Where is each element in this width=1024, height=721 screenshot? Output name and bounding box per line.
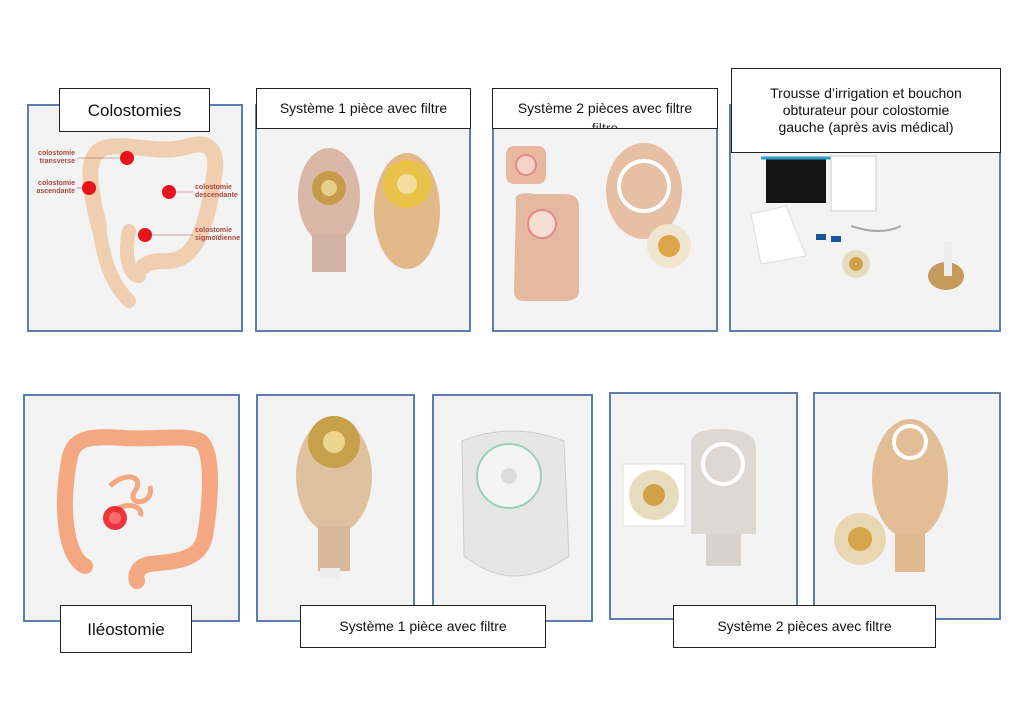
colostomy-two-piece-label: Système 2 pièces avec filtre filtre [492, 88, 718, 129]
ileostomy-two-piece-label: Système 2 pièces avec filtre [673, 605, 936, 648]
irrigation-kit-images [750, 155, 964, 290]
label-sigmoidienne: colostomie sigmoïdienne [195, 227, 241, 242]
label-descendante: colostomie descendante [195, 184, 238, 199]
drainable-pouch-image [296, 416, 372, 578]
colon-diagram [77, 136, 224, 308]
two-piece-drainable-image [622, 429, 756, 566]
ileostomy-one-piece-panel-a [256, 394, 415, 622]
one-piece-pouch-images [298, 148, 440, 272]
ileostomy-two-piece-panel-b [813, 392, 1001, 620]
ileostomie-title: Iléostomie [60, 605, 192, 653]
colostomy-two-piece-panel [492, 104, 718, 332]
ileostomy-one-piece-panel-b [432, 394, 593, 622]
label-ascendante: colostomie ascendante [36, 180, 75, 195]
colostomy-one-piece-panel [255, 104, 471, 332]
ileostomy-diagram-panel [23, 394, 240, 622]
ileostomy-two-piece-panel-a [609, 392, 798, 620]
two-piece-label-overflow: filtre [591, 120, 619, 129]
colostomy-one-piece-label: Système 1 pièce avec filtre [256, 88, 471, 129]
beige-drainable-pouch-image [834, 419, 948, 572]
colostomies-title: Colostomies [59, 88, 210, 132]
two-piece-label-text: Système 2 pièces avec filtre [517, 100, 693, 116]
two-piece-pouch-images [506, 143, 691, 301]
label-transverse: colostomie transverse [38, 150, 75, 165]
ileostomy-one-piece-label: Système 1 pièce avec filtre [300, 605, 546, 648]
flat-pouch-image [461, 430, 570, 577]
irrigation-kit-label: Trousse d’irrigation et bouchon obturate… [731, 68, 1001, 153]
intestine-diagram [57, 429, 218, 589]
colostomy-diagram-panel: colostomie transverse colostomie ascenda… [27, 104, 243, 332]
